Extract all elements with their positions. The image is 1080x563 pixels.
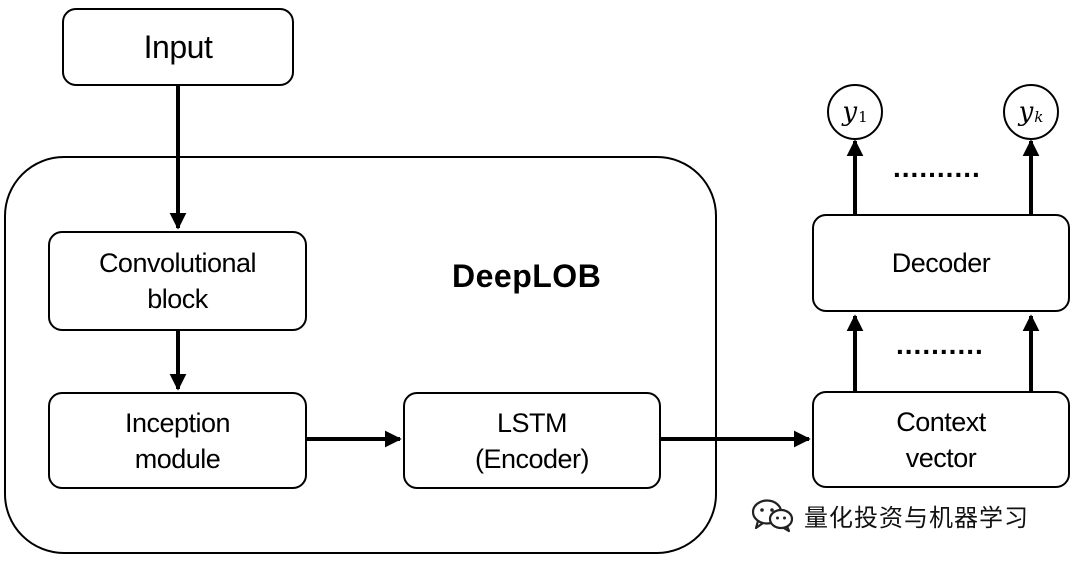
deeplob-group xyxy=(4,156,717,554)
output-yk-base: y xyxy=(1018,97,1034,127)
convolutional-label-line1: Convolutional xyxy=(98,248,257,278)
input-node: Input xyxy=(62,8,294,86)
deeplob-title: DeepLOB xyxy=(452,258,602,294)
output-y1-base: y xyxy=(842,97,858,127)
lstm-label-line1: LSTM xyxy=(496,407,568,438)
wechat-icon xyxy=(751,499,794,533)
inception-label-line1: Inception xyxy=(124,407,231,438)
decoder-label: Decoder xyxy=(891,248,991,278)
inception-label-line2: module xyxy=(134,443,221,474)
lstm-label-line2: (Encoder) xyxy=(474,443,590,474)
ellipsis-inputs: .......... xyxy=(896,329,984,360)
context-label-line2: vector xyxy=(905,442,977,473)
convolutional-block-node: Convolutional block xyxy=(48,231,307,331)
convolutional-label-line2: block xyxy=(147,284,208,314)
inception-module-node: Inception module xyxy=(48,392,307,489)
watermark-text: 量化投资与机器学习 xyxy=(804,503,1029,532)
output-yk-subscript: k xyxy=(1034,108,1044,126)
lstm-encoder-node: LSTM (Encoder) xyxy=(403,392,661,489)
context-vector-node: Context vector xyxy=(812,391,1070,488)
decoder-node: Decoder xyxy=(812,214,1070,312)
output-y1-subscript: 1 xyxy=(858,108,868,126)
ellipsis-outputs: .......... xyxy=(893,152,981,183)
watermark: 量化投资与机器学习 xyxy=(750,497,1029,533)
input-label: Input xyxy=(143,29,213,65)
context-label-line1: Context xyxy=(896,406,986,437)
